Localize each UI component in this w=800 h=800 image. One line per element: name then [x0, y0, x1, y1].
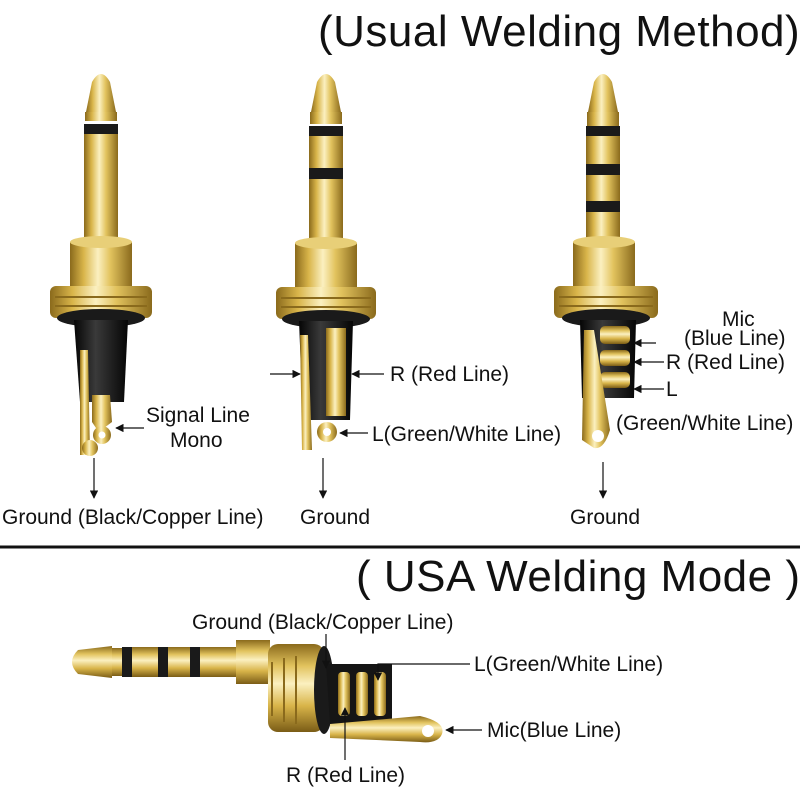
- usa-right-label: R (Red Line): [286, 764, 406, 787]
- mono-ground-label: Ground (Black/Copper Line): [2, 506, 264, 529]
- mono-ground-lug: [80, 350, 90, 455]
- mono-signal-tab: [92, 395, 112, 428]
- trrs-ground-label: Ground: [570, 506, 641, 529]
- stereo-ground-lug: [300, 335, 312, 450]
- usa-mic-label: Mic(Blue Line): [487, 719, 622, 742]
- trrs-band-3: [586, 201, 620, 212]
- trrs-left-line-label: (Green/White Line): [616, 412, 794, 435]
- stereo-right-tab: [326, 328, 346, 416]
- mono-plug: [50, 74, 152, 456]
- trrs-left-label: L: [666, 378, 678, 401]
- trrs-mic-label: Mic: [722, 308, 755, 331]
- usa-band-1: [122, 647, 132, 677]
- stereo-right-label: R (Red Line): [390, 363, 510, 386]
- stereo-band-2: [309, 168, 343, 179]
- usa-band-2: [158, 647, 168, 677]
- usa-section-title: ( USA Welding Mode ): [356, 552, 800, 601]
- stereo-ground-label: Ground: [300, 506, 371, 529]
- stereo-left-label: L(Green/White Line): [372, 423, 562, 446]
- trrs-right-label: R (Red Line): [666, 351, 786, 374]
- trrs-left-pad: [600, 372, 630, 388]
- usa-left-label: L(Green/White Line): [474, 653, 664, 676]
- stereo-band-1: [309, 126, 343, 136]
- mono-insulator-band: [84, 124, 118, 134]
- trrs-band-1: [586, 126, 620, 136]
- usual-section-title: (Usual Welding Method): [318, 7, 800, 56]
- trrs-band-2: [586, 164, 620, 175]
- trrs-mic-pad: [600, 326, 630, 344]
- trrs-ground-lug: [582, 330, 610, 449]
- usa-ground-label: Ground (Black/Copper Line): [192, 611, 454, 634]
- trrs-right-pad: [600, 350, 630, 366]
- usa-ground-lug: [330, 716, 443, 743]
- trrs-mic-line-label: (Blue Line): [684, 327, 786, 350]
- mono-signal-mono-label: Mono: [170, 429, 223, 452]
- usa-band-3: [190, 647, 200, 677]
- mono-signal-line-label: Signal Line: [146, 404, 250, 427]
- usa-plug: [72, 640, 443, 743]
- trrs-plug: [554, 74, 658, 449]
- stereo-plug: [276, 74, 376, 450]
